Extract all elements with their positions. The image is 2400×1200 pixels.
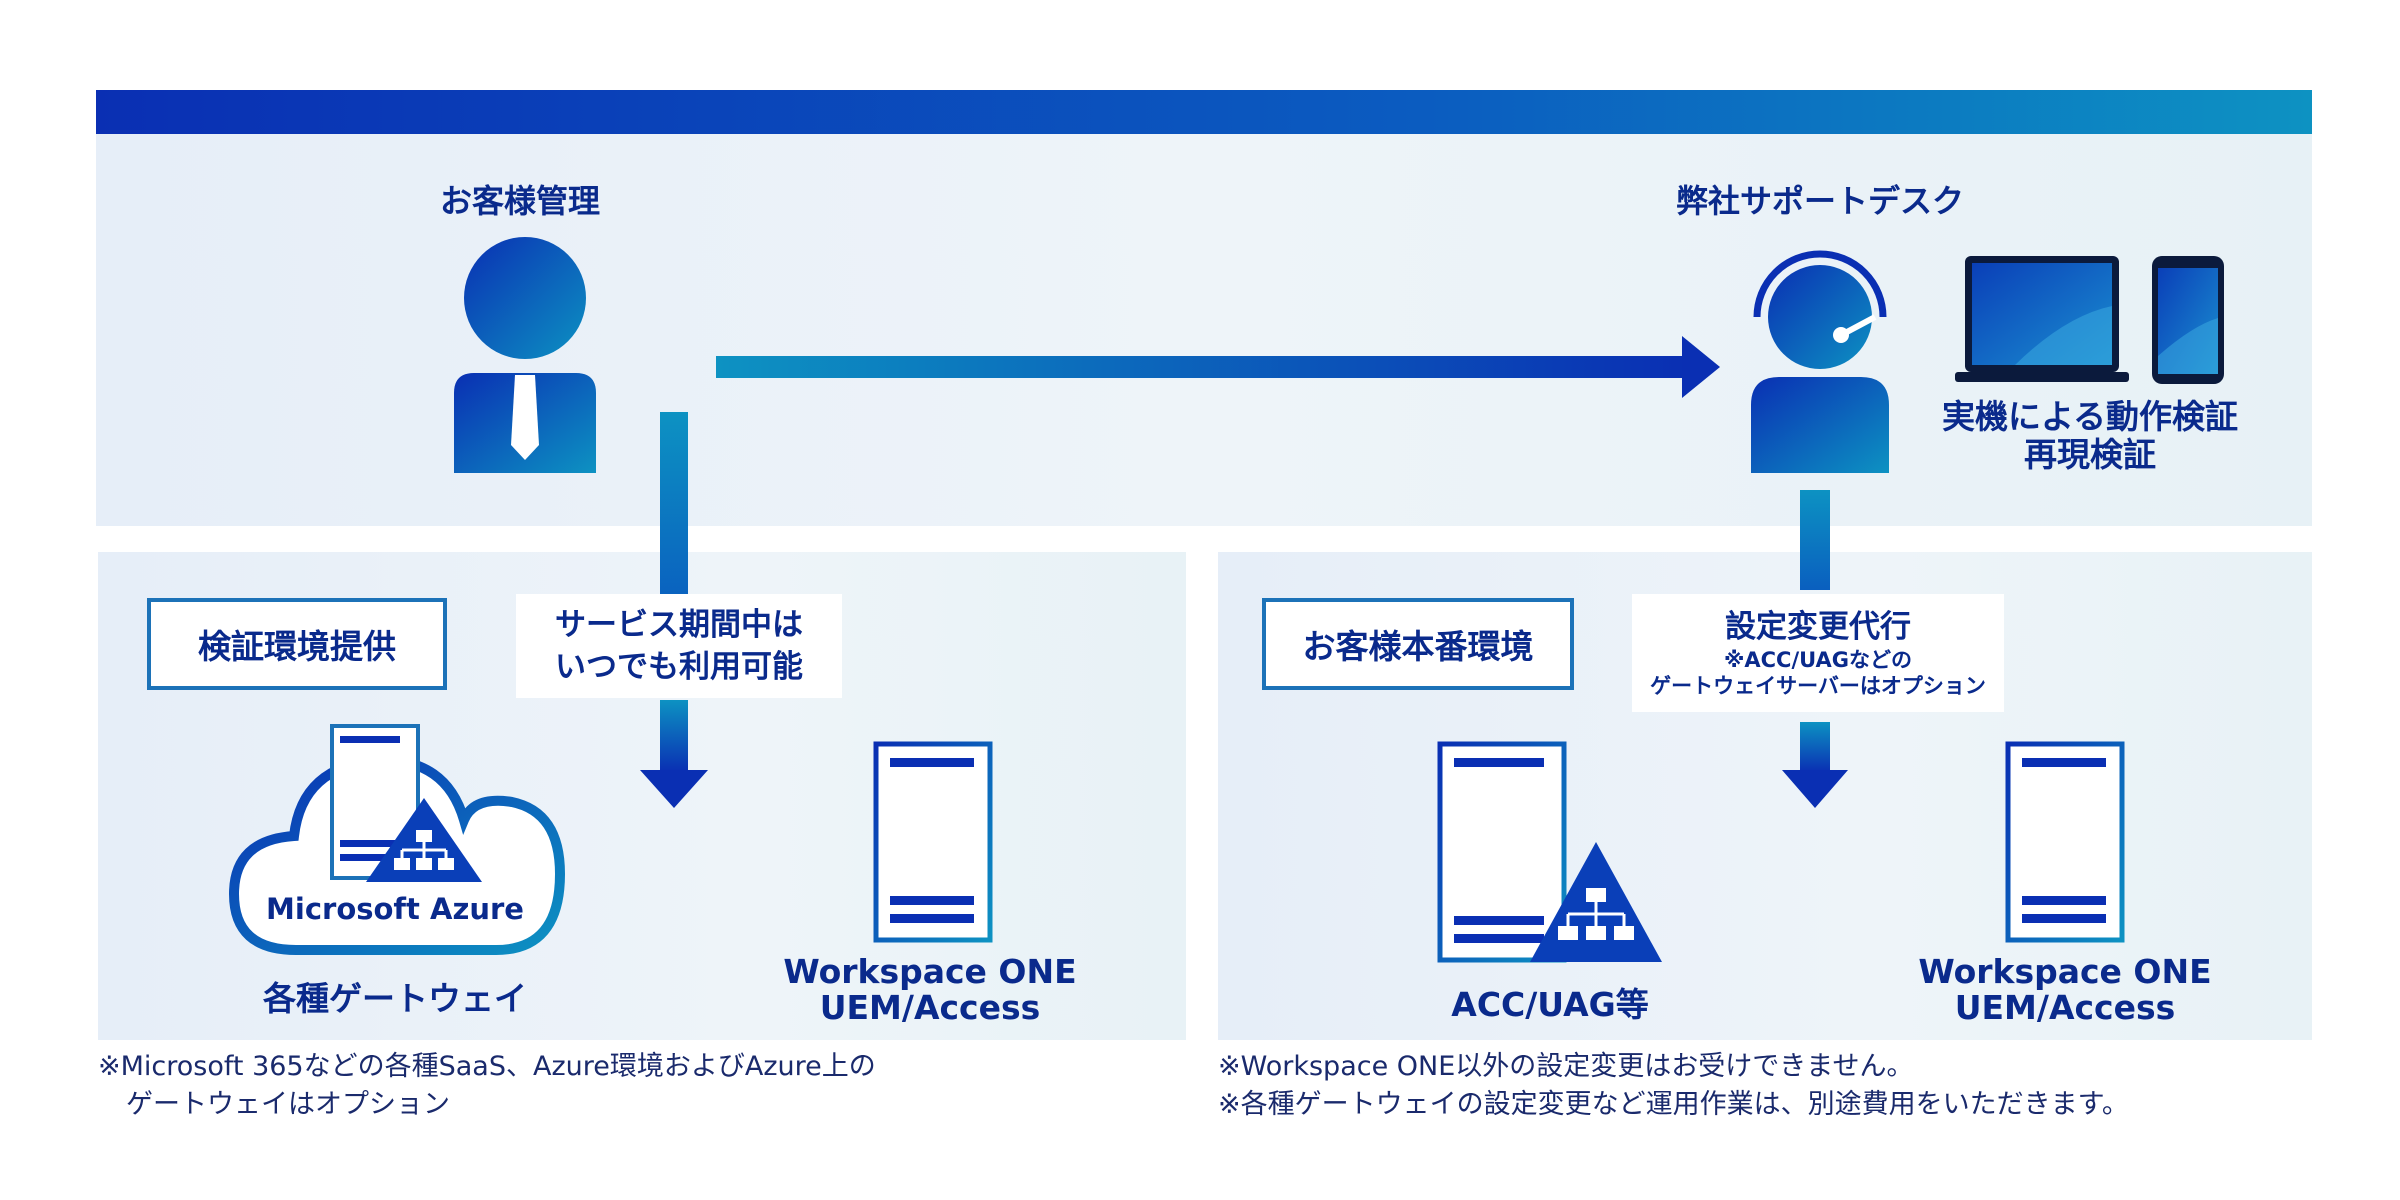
acc-uag-label: ACC/UAG等 (1451, 985, 1649, 1024)
verification-env-label: 検証環境提供 (147, 598, 447, 690)
azure-label: Microsoft Azure (266, 892, 524, 926)
customer-admin-label: お客様管理 (439, 182, 600, 220)
laptop-icon (1955, 256, 2129, 382)
workspace-label-left: Workspace ONE UEM/Access (760, 954, 1100, 1026)
right-note-line1: ※Workspace ONE以外の設定変更はお受けできません。 (1218, 1051, 1914, 1082)
headset-icon (1753, 250, 1887, 318)
network-triangle-icon (1530, 842, 1662, 962)
left-note-line2: ゲートウェイはオプション (126, 1089, 450, 1120)
server-icon (2005, 741, 2125, 943)
smartphone-icon (2152, 256, 2224, 384)
right-connector-line (1800, 490, 1830, 590)
cloud-icon (228, 724, 566, 955)
device-caption-line2: 再現検証 (2024, 435, 2156, 474)
network-triangle-icon (366, 798, 482, 882)
right-note: ※Workspace ONE以外の設定変更はお受けできません。 ※各種ゲートウェ… (1218, 1048, 2129, 1124)
person-icon (454, 237, 596, 473)
settings-sub1: ※ACC/UAGなどの (1723, 648, 1913, 672)
workspace-left-line1: Workspace ONE (783, 952, 1077, 991)
server-icon (330, 724, 420, 880)
header-bar (96, 90, 2312, 134)
settings-sub2: ゲートウェイサーバーはオプション (1650, 674, 1986, 698)
support-agent-icon (1751, 250, 1889, 473)
gateway-label: 各種ゲートウェイ (263, 979, 527, 1018)
tie-icon (511, 375, 539, 460)
service-availability-box: サービス期間中は いつでも利用可能 (516, 594, 842, 698)
workspace-left-line2: UEM/Access (819, 988, 1041, 1027)
workspace-label-right: Workspace ONE UEM/Access (1890, 954, 2240, 1026)
server-icon (873, 741, 993, 943)
device-caption: 実機による動作検証 再現検証 (1900, 398, 2280, 474)
workspace-right-line1: Workspace ONE (1918, 952, 2212, 991)
arrow-down-icon (1782, 722, 1848, 808)
workspace-right-line2: UEM/Access (1954, 988, 2176, 1027)
service-line1: サービス期間中は (555, 607, 803, 643)
arrow-right-icon (716, 336, 1720, 398)
left-note-line1: ※Microsoft 365などの各種SaaS、Azure環境およびAzure上… (98, 1051, 876, 1082)
left-note: ※Microsoft 365などの各種SaaS、Azure環境およびAzure上… (98, 1048, 876, 1124)
server-icon (1437, 741, 1662, 963)
service-line2: いつでも利用可能 (555, 649, 803, 685)
support-desk-label: 弊社サポートデスク (1675, 182, 1964, 220)
left-connector-line (660, 412, 688, 608)
arrow-down-icon (640, 700, 708, 808)
production-env-label: お客様本番環境 (1262, 598, 1574, 690)
right-note-line2: ※各種ゲートウェイの設定変更など運用作業は、別途費用をいただきます。 (1218, 1089, 2129, 1120)
settings-title: 設定変更代行 (1725, 609, 1911, 645)
device-caption-line1: 実機による動作検証 (1941, 397, 2238, 436)
settings-change-box: 設定変更代行 ※ACC/UAGなどの ゲートウェイサーバーはオプション (1632, 594, 2004, 712)
